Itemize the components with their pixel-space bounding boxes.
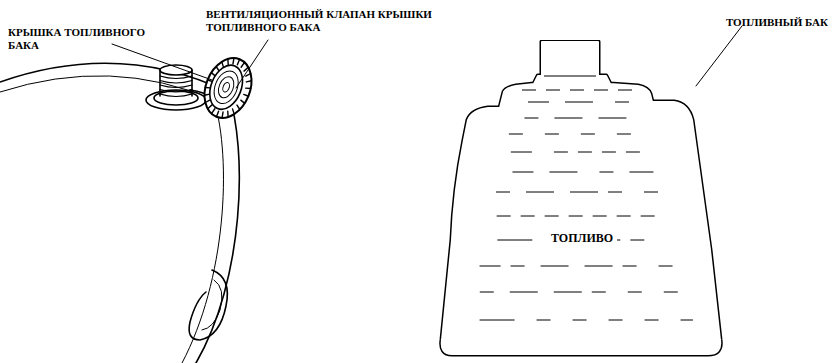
fuel-label: ТОПЛИВО bbox=[547, 231, 617, 246]
tank-handle-inner bbox=[202, 280, 222, 330]
part-label: КРЫШКА ТОПЛИВНОГО БАКА bbox=[8, 26, 158, 52]
fuel-cap bbox=[196, 51, 260, 125]
filler-flange bbox=[146, 90, 206, 110]
leader-line bbox=[696, 26, 742, 86]
leader-line bbox=[236, 40, 268, 88]
tank-shell bbox=[0, 63, 239, 363]
tank-handle bbox=[189, 270, 227, 340]
fuel-tank-section: ТОПЛИВО bbox=[438, 40, 726, 358]
part-label: ТОПЛИВНЫЙ БАК bbox=[688, 16, 828, 29]
neck-mouth bbox=[160, 65, 192, 75]
tank-outline bbox=[438, 40, 726, 358]
part-label: ВЕНТИЛЯЦИОННЫЙ КЛАПАН КРЫШКИ ТОПЛИВНОГО … bbox=[206, 8, 456, 34]
neck-threads bbox=[160, 76, 192, 97]
leader-line bbox=[112, 44, 212, 80]
